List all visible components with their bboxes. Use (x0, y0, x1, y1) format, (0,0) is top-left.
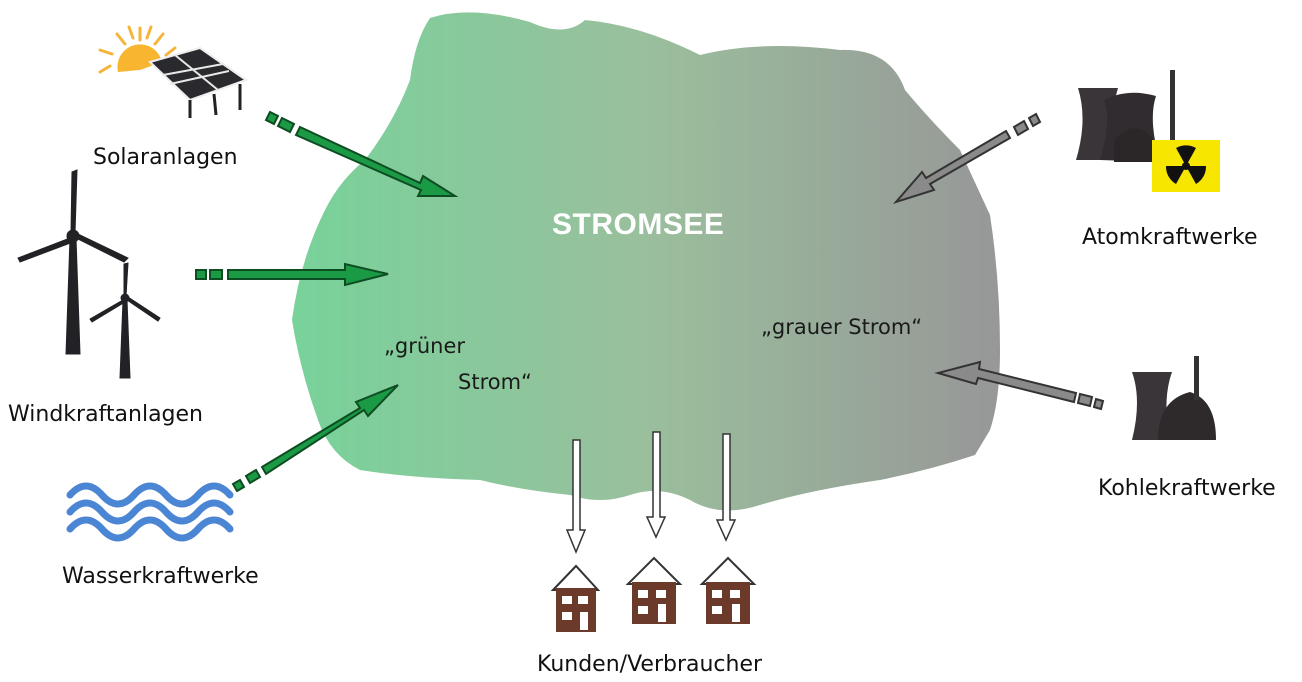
solar-label: Solaranlagen (93, 145, 238, 170)
wind-arrow (195, 262, 389, 287)
solar-plant-icon (98, 25, 249, 118)
nuclear-arrow (892, 112, 1042, 205)
nuclear-plant-icon (1076, 70, 1220, 192)
consumer-arrow (565, 431, 737, 554)
house-icon (550, 564, 601, 632)
grey-power-label: „grauer Strom“ (761, 315, 923, 339)
consumers-label: Kunden/Verbraucher (537, 652, 763, 677)
solar-arrow (264, 110, 459, 197)
coal-plant-icon (1132, 356, 1216, 440)
lake-title: STROMSEE (552, 208, 725, 241)
water-arrow (231, 384, 399, 493)
house-icon (625, 556, 683, 624)
green-power-label-line1: „grüner (384, 334, 466, 358)
coal-label: Kohlekraftwerke (1098, 476, 1276, 501)
water-label: Wasserkraftwerke (62, 564, 259, 589)
nuclear-label: Atomkraftwerke (1082, 225, 1258, 250)
coal-arrow (934, 360, 1105, 411)
house-icon (699, 556, 757, 624)
green-power-label-line2: Strom“ (458, 370, 532, 394)
wind-turbine-icon (17, 169, 161, 379)
wind-label: Windkraftanlagen (8, 402, 204, 427)
power-lake (292, 12, 1000, 511)
water-waves-icon (66, 482, 234, 542)
